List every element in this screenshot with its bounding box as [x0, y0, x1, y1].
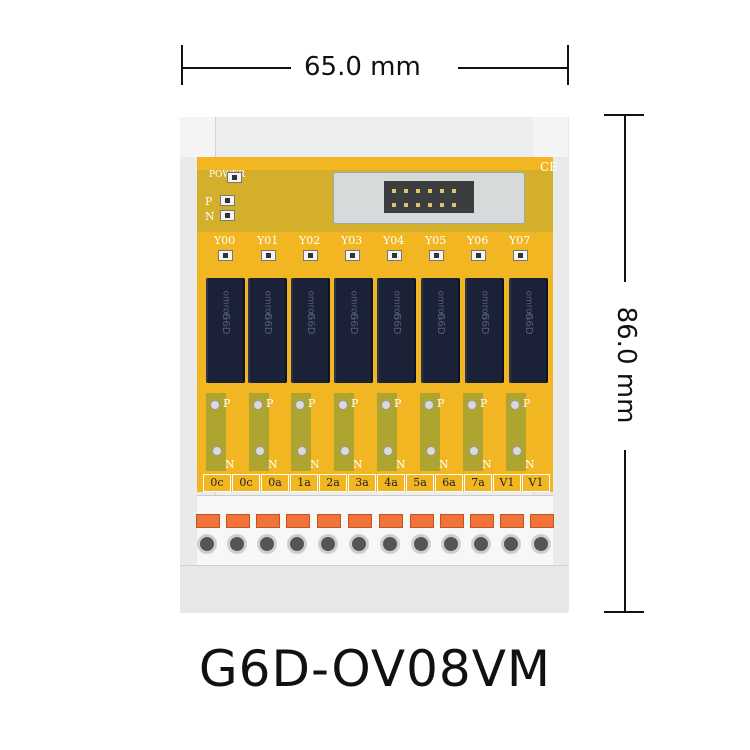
terminal-label-2: 0a [261, 474, 289, 492]
ce-mark: CE [540, 160, 558, 174]
width-dim-left-tick [181, 45, 183, 85]
channel-led-1 [261, 250, 276, 261]
width-dim-line-right [458, 67, 568, 69]
height-dim-label: 86.0 mm [611, 306, 641, 424]
channel-label-y01: Y01 [257, 234, 279, 247]
terminal-label-6: 4a [377, 474, 405, 492]
channel-led-0 [218, 250, 233, 261]
width-dim-right-tick [567, 45, 569, 85]
width-dim-label: 65.0 mm [304, 52, 421, 82]
height-dim-line-top [624, 114, 626, 282]
terminal-label-7: 5a [406, 474, 434, 492]
channel-label-y03: Y03 [341, 234, 363, 247]
channel-led-2 [303, 250, 318, 261]
terminal-label-10: V1 [493, 474, 521, 492]
idc-connector-socket [384, 181, 474, 213]
terminal-label-1: 0c [232, 474, 260, 492]
terminal-label-3: 1a [290, 474, 318, 492]
housing-top-right-tab [533, 117, 568, 157]
channel-label-y07: Y07 [509, 234, 531, 247]
housing-top-left-tab [180, 117, 215, 157]
channel-label-y00: Y00 [214, 234, 236, 247]
terminal-label-4: 2a [319, 474, 347, 492]
terminal-label-8: 6a [435, 474, 463, 492]
channel-led-3 [345, 250, 360, 261]
channel-led-7 [513, 250, 528, 261]
power-led [227, 172, 242, 183]
channel-led-6 [471, 250, 486, 261]
housing-bottom [180, 565, 568, 613]
n-indicator-label: N [205, 210, 215, 223]
channel-label-y02: Y02 [299, 234, 321, 247]
channel-label-y05: Y05 [425, 234, 447, 247]
model-name: G6D-OV08VM [198, 640, 552, 698]
p-led [220, 195, 235, 206]
terminal-label-11: V1 [522, 474, 550, 492]
channel-label-y04: Y04 [383, 234, 405, 247]
height-dim-line-bottom [624, 450, 626, 612]
terminal-block [197, 495, 553, 566]
terminal-label-5: 3a [348, 474, 376, 492]
idc-connector [333, 172, 525, 224]
channel-label-y06: Y06 [467, 234, 489, 247]
terminal-label-0: 0c [203, 474, 231, 492]
terminal-label-9: 7a [464, 474, 492, 492]
channel-led-4 [387, 250, 402, 261]
p-indicator-label: P [205, 195, 213, 208]
width-dim-line-left [181, 67, 291, 69]
height-dim-bottom-tick [604, 611, 644, 613]
channel-led-5 [429, 250, 444, 261]
n-led [220, 210, 235, 221]
